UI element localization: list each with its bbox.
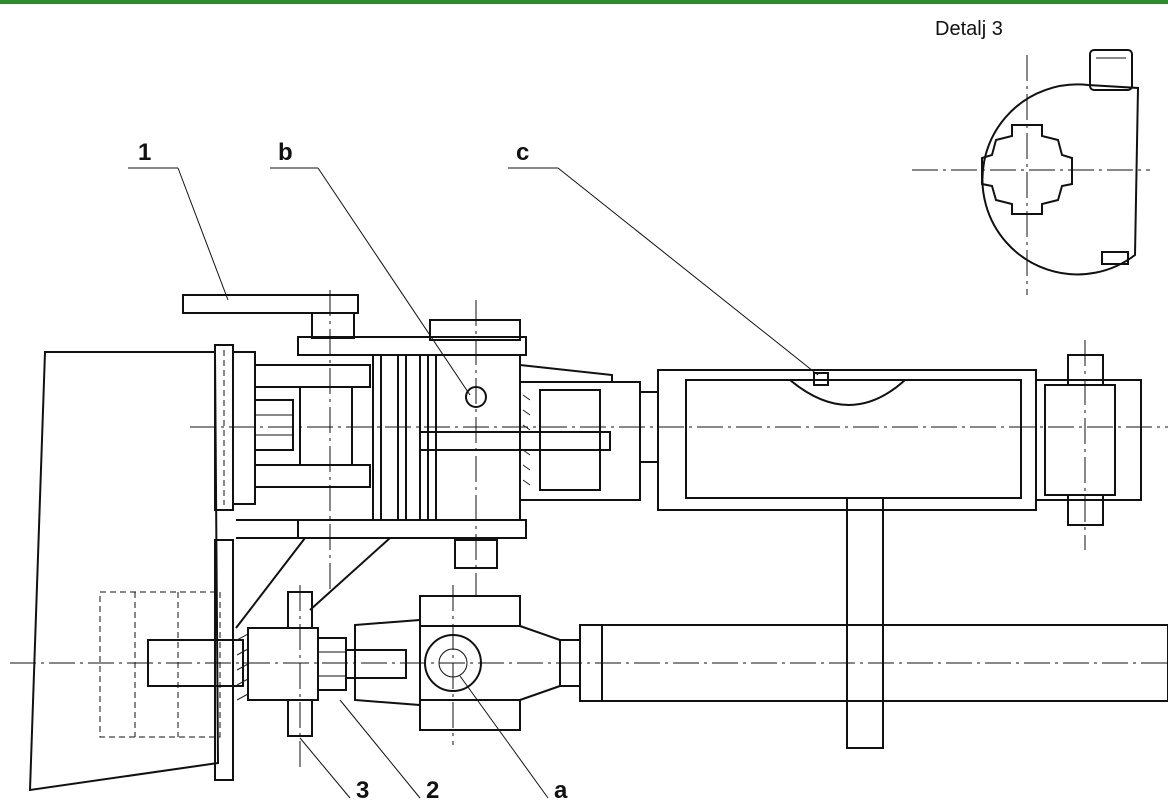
main-assembly xyxy=(10,290,1168,792)
label-part-c: c xyxy=(516,139,529,166)
leader-lines xyxy=(128,167,819,799)
detail-3-label: Detalj 3 xyxy=(935,18,1003,40)
labels: Detalj 3 1 b c 3 2 a xyxy=(138,18,1003,800)
label-part-b: b xyxy=(278,139,293,166)
detail-3-view xyxy=(912,49,1150,295)
label-part-3: 3 xyxy=(356,777,369,800)
label-part-2: 2 xyxy=(426,777,439,800)
top-border xyxy=(0,0,1168,4)
label-part-a: a xyxy=(554,777,568,800)
label-part-1: 1 xyxy=(138,139,151,166)
